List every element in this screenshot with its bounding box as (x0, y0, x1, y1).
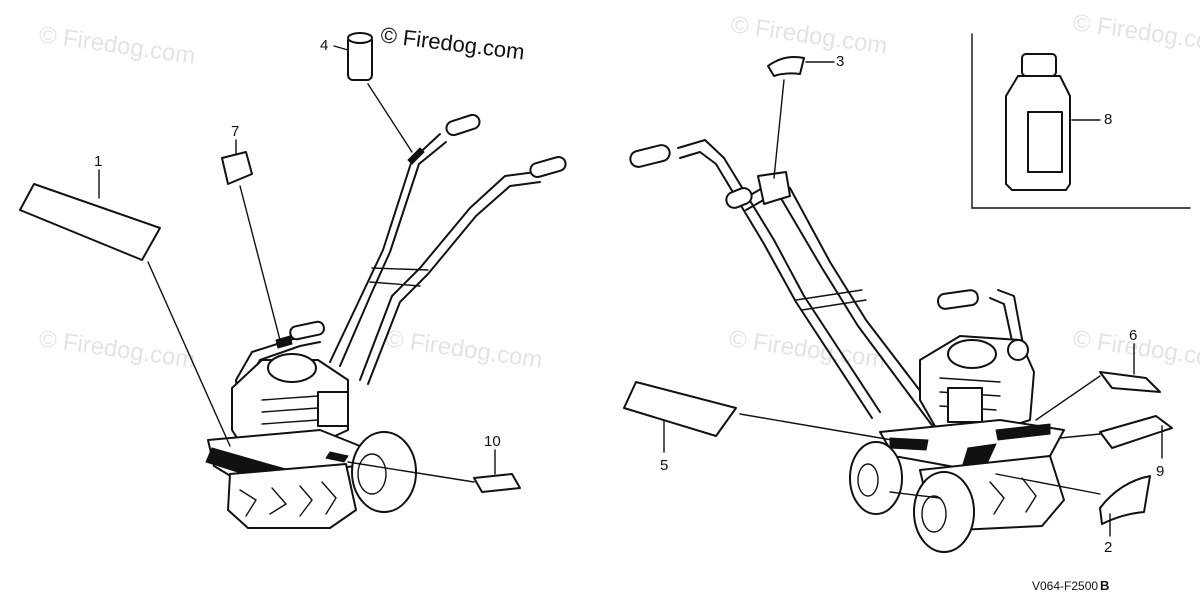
left-handle-bar (339, 141, 447, 367)
leader-line (995, 473, 1101, 495)
engine-knob (1007, 339, 1029, 361)
leader-line (333, 45, 349, 51)
wheel-hub (857, 463, 879, 497)
engine-cap (267, 353, 317, 383)
credit-text: © Firedog.com (379, 22, 526, 64)
figure-code-text: V064-F2500 (1032, 579, 1098, 593)
leader-line (773, 79, 785, 179)
watermark: © Firedog.com (37, 21, 197, 70)
callout-9: 9 (1156, 463, 1164, 480)
leader-line (739, 413, 893, 441)
part-2-label (1099, 475, 1151, 525)
callout-8: 8 (1104, 111, 1112, 128)
grip (725, 187, 753, 209)
handle-crossbar (801, 299, 867, 311)
control-lever (757, 171, 791, 205)
watermark: © Firedog.com (1071, 9, 1200, 58)
part-5-label (623, 381, 737, 437)
callout-1: 1 (94, 153, 102, 170)
leader-line (1035, 375, 1101, 421)
part-1-label (19, 183, 161, 261)
wheel (351, 431, 417, 513)
grip (289, 320, 325, 341)
inset-frame (971, 33, 1191, 209)
callout-10: 10 (484, 433, 501, 450)
callout-2: 2 (1104, 539, 1112, 556)
wheel (913, 471, 975, 553)
leader-line (147, 261, 231, 447)
engine-box (947, 387, 983, 423)
part-9-label (1099, 415, 1173, 449)
grip (529, 155, 567, 179)
grip-band (275, 335, 293, 349)
callout-4: 4 (320, 37, 328, 54)
left-handle-bar (329, 133, 441, 363)
part-6-label (1099, 371, 1161, 393)
tine-detail (239, 481, 337, 517)
wheel (849, 441, 903, 515)
part-3-label (767, 56, 805, 77)
handle-crossbar (795, 289, 863, 301)
engine-fins (261, 395, 319, 437)
right-handle-bar (359, 171, 537, 381)
bottle-label (1027, 111, 1063, 173)
axle (889, 491, 941, 499)
leader-lines (98, 45, 1163, 537)
leader-line (1059, 433, 1101, 439)
part-10-label (473, 473, 521, 493)
leader-line (347, 461, 475, 483)
grip (629, 144, 671, 168)
callout-6: 6 (1129, 327, 1137, 344)
watermark: © Firedog.com (729, 11, 889, 60)
oil-bottle-inset (971, 33, 1191, 209)
bottle-cap (1021, 53, 1057, 77)
right-handle-bar (367, 181, 541, 385)
handle-crossbar (371, 267, 429, 271)
callout-7: 7 (231, 123, 239, 140)
callout-5: 5 (660, 457, 668, 474)
engine-cap (947, 339, 997, 369)
handle-crossbar (369, 281, 421, 287)
grip-band (407, 147, 425, 165)
part-4-sleeve-end (347, 32, 373, 44)
decal-stripe (325, 451, 349, 463)
wheel-hub (357, 453, 387, 495)
wheel-hub (921, 495, 947, 533)
leader-line (367, 83, 413, 153)
tine-housing (227, 463, 357, 529)
leader-line (239, 185, 281, 341)
callout-3: 3 (836, 53, 844, 70)
figure-code-suffix: B (1100, 578, 1109, 593)
part-7-sleeve (221, 151, 253, 185)
decal-stripe (889, 437, 929, 451)
right-handle-bar (745, 193, 941, 437)
right-tiller (629, 139, 1065, 553)
engine-box (317, 391, 349, 427)
watermark: © Firedog.com (37, 325, 197, 374)
left-tiller (205, 113, 567, 529)
watermark: © Firedog.com (384, 325, 544, 374)
callouts: 1 2 3 4 5 6 7 8 9 10 (94, 37, 1164, 556)
decal-stripe (995, 423, 1051, 441)
grip (936, 289, 979, 310)
grip (445, 113, 481, 137)
